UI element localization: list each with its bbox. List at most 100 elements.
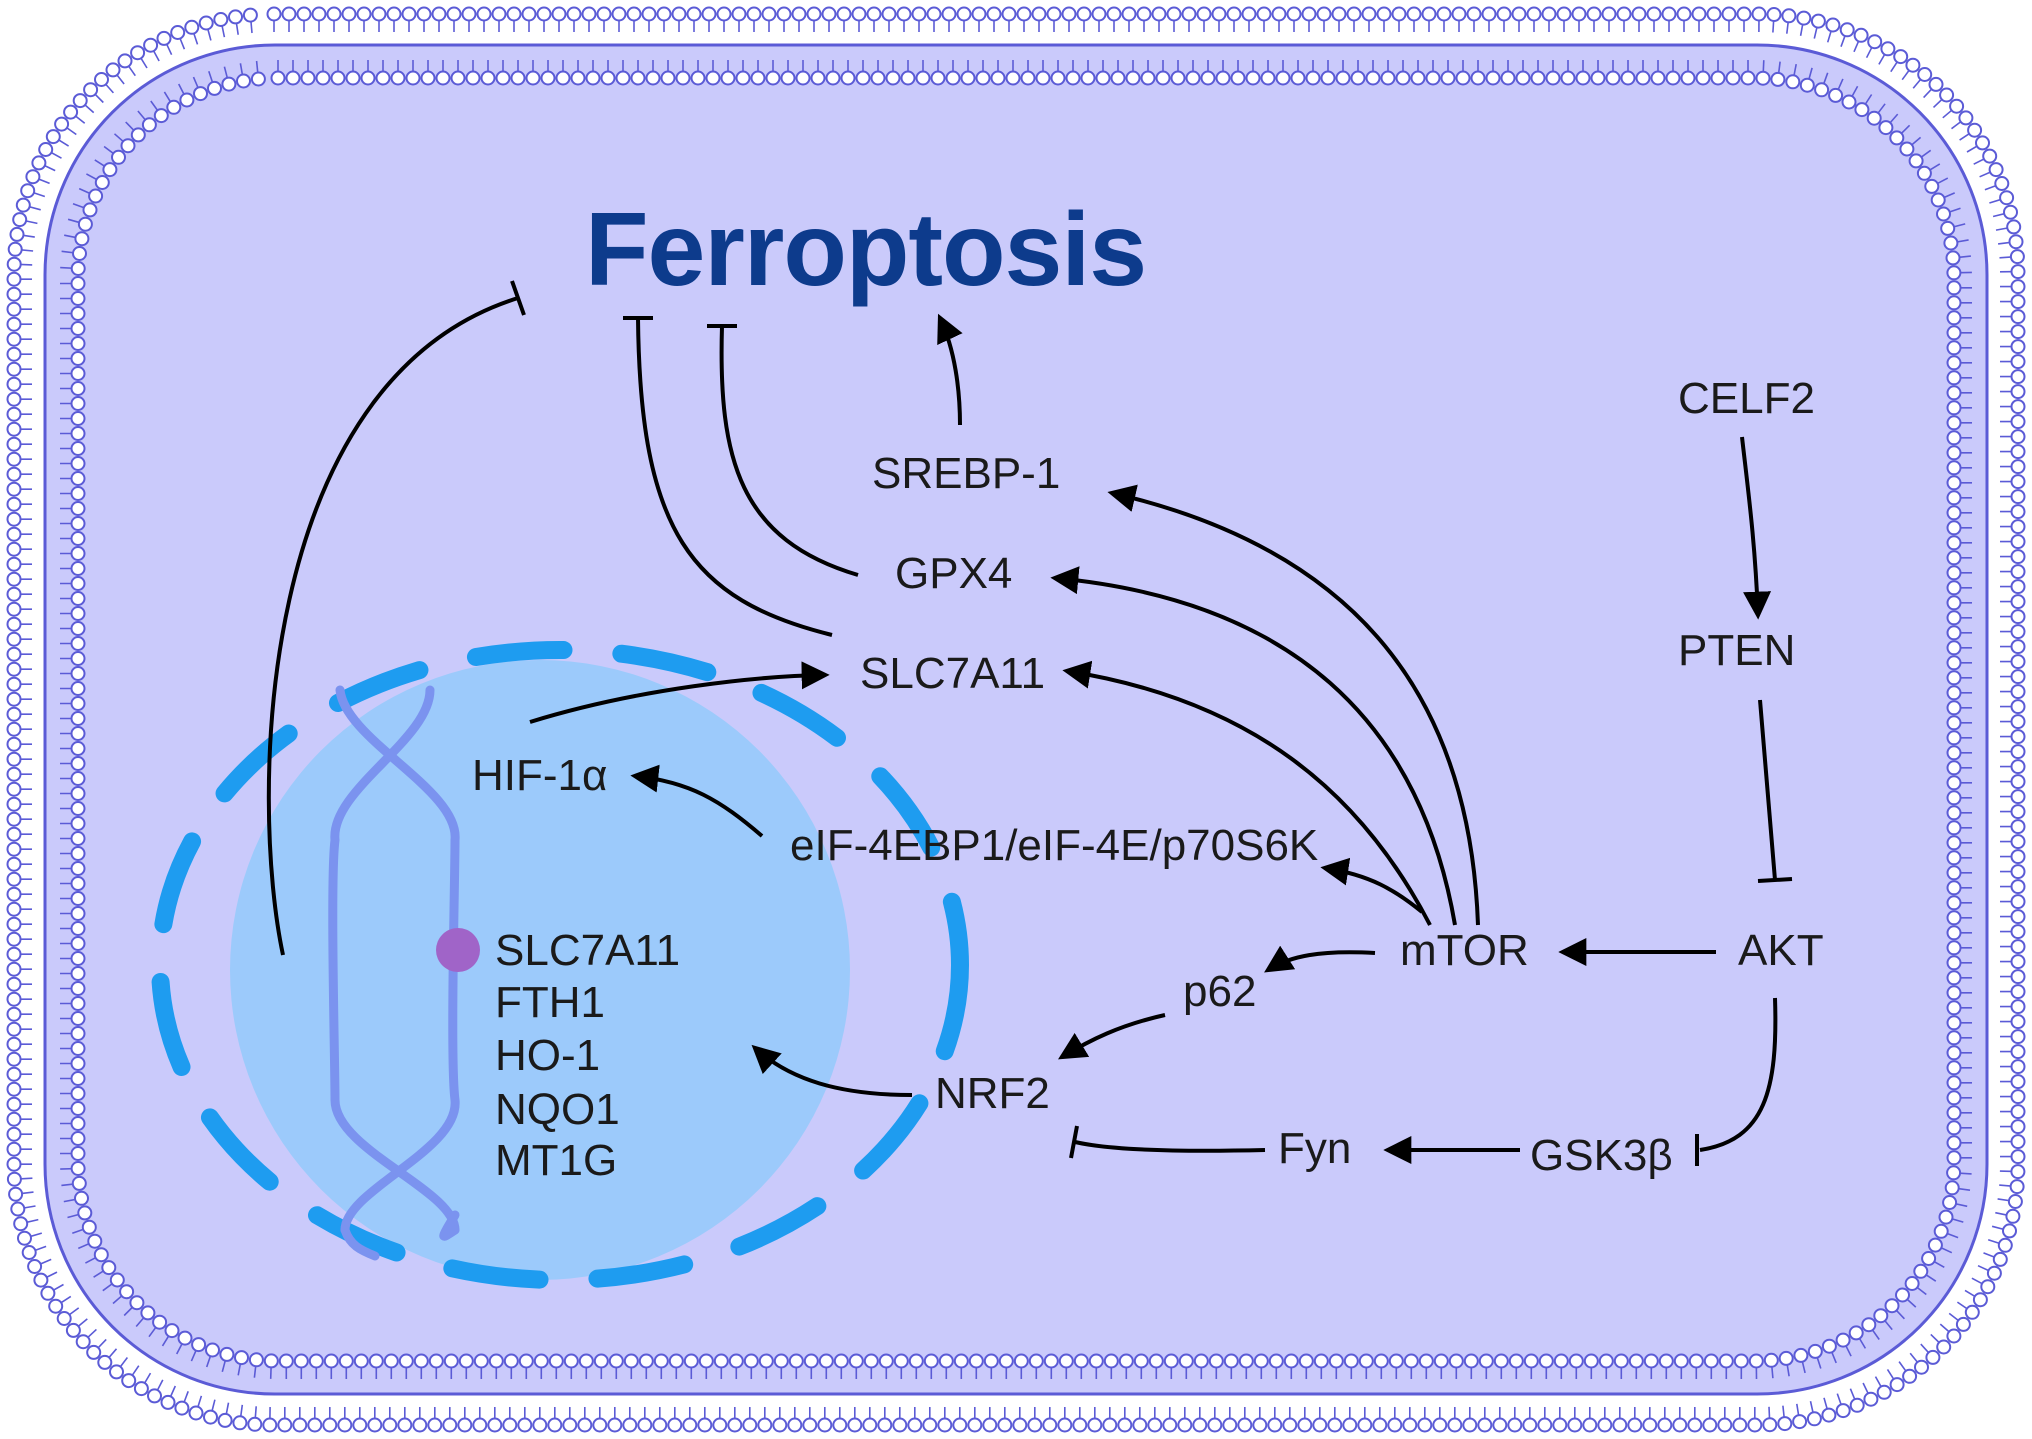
phospholipid-head xyxy=(1342,1417,1358,1433)
phospholipid-head xyxy=(1946,880,1962,896)
phospholipid-head xyxy=(705,70,721,86)
phospholipid-head xyxy=(1230,70,1246,86)
phospholipid-head xyxy=(435,70,451,86)
phospholipid-head xyxy=(70,501,86,516)
phospholipid-head xyxy=(74,231,90,247)
phospholipid-head xyxy=(292,1417,308,1433)
node-mtor: mTOR xyxy=(1400,926,1529,975)
phospholipid-head xyxy=(147,1388,162,1404)
phospholipid-head xyxy=(765,70,781,86)
phospholipid-head xyxy=(63,104,79,120)
phospholipid-head xyxy=(193,86,208,102)
phospholipid-head xyxy=(728,1353,744,1369)
phospholipid-head xyxy=(87,1233,103,1249)
phospholipid-head xyxy=(140,1305,156,1321)
phospholipid-head xyxy=(1402,1417,1418,1433)
phospholipid-head xyxy=(70,1161,86,1176)
phospholipid-head xyxy=(70,546,86,561)
phospholipid-head xyxy=(446,6,462,22)
phospholipid-head xyxy=(593,1353,609,1369)
phospholipid-head xyxy=(232,1415,248,1431)
phospholipid-head xyxy=(1545,70,1561,86)
phospholipid-head xyxy=(547,1417,563,1433)
phospholipid-head xyxy=(72,93,88,109)
pathway-edges xyxy=(266,280,1793,1166)
phospholipid-head xyxy=(2010,804,2026,820)
phospholipid-head xyxy=(170,25,186,40)
phospholipid-head xyxy=(1946,640,1962,656)
phospholipid-head xyxy=(1725,70,1741,86)
phospholipid-head xyxy=(120,138,136,154)
phospholipid-head xyxy=(338,1353,354,1369)
phospholipid-head xyxy=(1646,6,1662,22)
phospholipid-head xyxy=(637,1417,653,1433)
phospholipid-head xyxy=(270,70,286,86)
phospholipid-head xyxy=(405,70,421,86)
phospholipid-head xyxy=(1917,67,1933,82)
phospholipid-head xyxy=(1946,895,1962,911)
phospholipid-head xyxy=(2010,264,2026,280)
edge-nucleus-inhibits-ferroptosis xyxy=(266,296,519,956)
phospholipid-head xyxy=(1616,6,1632,22)
phospholipid-head xyxy=(998,1353,1014,1369)
phospholipid-head xyxy=(1271,6,1287,22)
phospholipid-head xyxy=(6,346,22,362)
phospholipid-head xyxy=(1747,1417,1763,1433)
phospholipid-head xyxy=(727,1417,743,1433)
phospholipid-head xyxy=(802,1417,818,1433)
phospholipid-head xyxy=(570,70,586,86)
phospholipid-head xyxy=(2010,489,2026,505)
phospholipid-head xyxy=(1766,7,1782,22)
phospholipid-head xyxy=(1163,1353,1179,1369)
phospholipid-head xyxy=(1777,1416,1793,1432)
phospholipid-head xyxy=(682,1417,698,1433)
phospholipid-head xyxy=(6,691,22,707)
phospholipid-head xyxy=(720,70,736,86)
phospholipid-head xyxy=(1350,70,1366,86)
phospholipid-head xyxy=(6,1171,22,1187)
phospholipid-head xyxy=(2010,999,2026,1015)
phospholipid-head xyxy=(1946,1030,1962,1046)
phospholipid-head xyxy=(1552,1417,1568,1433)
phospholipid-head xyxy=(2010,789,2026,805)
phospholipid-head xyxy=(1451,6,1467,22)
phospholipid-head xyxy=(1946,340,1962,356)
phospholipid-head xyxy=(731,6,747,22)
phospholipid-head xyxy=(1672,1417,1688,1433)
node-gpx4: GPX4 xyxy=(895,549,1012,598)
phospholipid-head xyxy=(2010,834,2026,850)
edge-fyn-inhibits-nrf2 xyxy=(1074,1140,1266,1153)
phospholipid-head xyxy=(1946,1075,1962,1091)
phospholipid-head xyxy=(847,1417,863,1433)
phospholipid-head xyxy=(1695,70,1711,86)
phospholipid-head xyxy=(1946,1150,1962,1166)
phospholipid-head xyxy=(2010,774,2026,790)
phospholipid-head xyxy=(1226,6,1242,22)
phospholipid-head xyxy=(70,441,86,456)
phospholipid-head xyxy=(1893,49,1909,65)
phospholipid-head xyxy=(1346,6,1362,22)
phospholipid-head xyxy=(1155,70,1171,86)
node-gsk3b: GSK3β xyxy=(1530,1131,1673,1180)
phospholipid-head xyxy=(480,70,496,86)
phospholipid-head xyxy=(207,80,222,96)
phospholipid-head xyxy=(156,30,172,46)
phospholipid-head xyxy=(1477,1417,1493,1433)
phospholipid-head xyxy=(191,1337,207,1353)
phospholipid-head xyxy=(1508,1353,1524,1369)
phospholipid-head xyxy=(1814,82,1830,98)
phospholipid-head xyxy=(6,676,22,692)
phospholipid-head xyxy=(750,70,766,86)
phospholipid-head xyxy=(70,276,86,291)
phospholipid-head xyxy=(6,631,22,647)
phospholipid-head xyxy=(923,1353,939,1369)
phospholipid-head xyxy=(2010,1149,2026,1165)
phospholipid-head xyxy=(40,1285,56,1301)
phospholipid-head xyxy=(70,996,86,1011)
phospholipid-head xyxy=(70,726,86,741)
phospholipid-head xyxy=(326,6,342,22)
phospholipid-head xyxy=(1835,1403,1851,1419)
phospholipid-head xyxy=(1283,1353,1299,1369)
phospholipid-head xyxy=(1913,1263,1929,1279)
phospholipid-head xyxy=(2010,564,2026,580)
